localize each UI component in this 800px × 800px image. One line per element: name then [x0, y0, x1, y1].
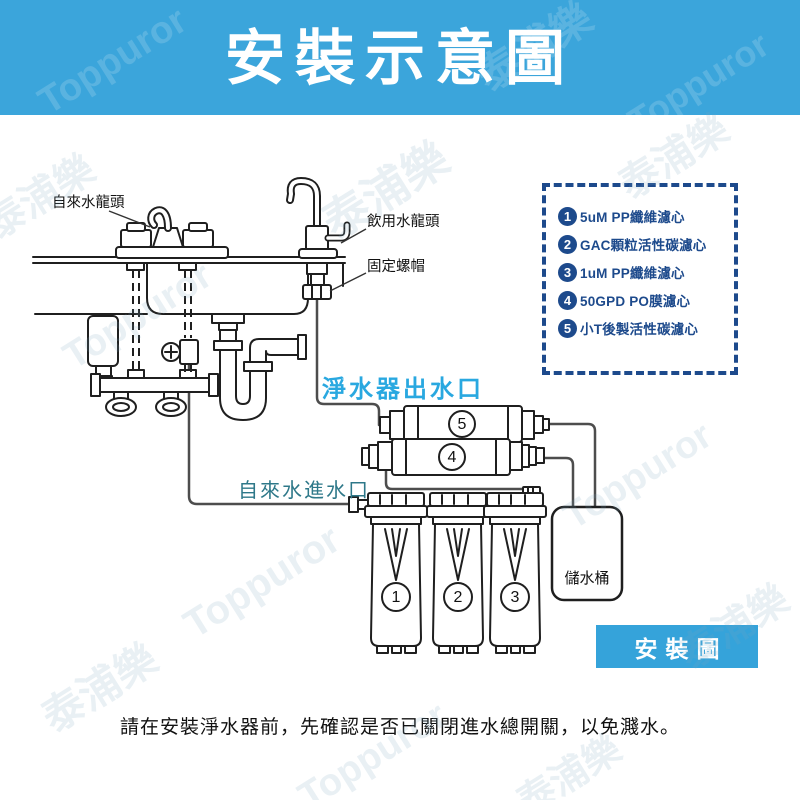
legend-item-label: 小T後製活性碳濾心: [580, 322, 699, 337]
drain-trap-drawing: [213, 329, 307, 421]
legend-item: 4 50GPD PO膜濾心: [558, 290, 728, 310]
storage-tank-drawing: 儲水桶: [550, 505, 624, 602]
unit-number-1: 1: [392, 589, 401, 606]
drinking-faucet-label: 飲用水龍頭: [367, 213, 440, 230]
legend-item-label: 5uM PP纖維濾心: [580, 210, 685, 225]
purifier-outlet-label: 淨水器出水口: [322, 376, 484, 403]
legend-item-number: 4: [558, 290, 577, 310]
supply-risers: [126, 262, 197, 372]
unit-number-4: 4: [448, 449, 457, 466]
legend-item-number: 5: [558, 318, 577, 338]
filter-unit-1: 1: [364, 492, 428, 654]
header-banner: 安裝示意圖: [0, 0, 800, 115]
storage-tank-label: 儲水桶: [564, 570, 609, 587]
unit-number-3: 3: [511, 589, 520, 606]
legend-item-number: 3: [558, 262, 577, 282]
legend-item: 1 5uM PP纖維濾心: [558, 206, 728, 226]
filter-unit-2: 2: [426, 492, 490, 654]
fixing-nut-label: 固定螺帽: [367, 258, 425, 275]
legend-item-number: 2: [558, 234, 577, 254]
counter-top: [32, 256, 346, 287]
installation-badge: 安裝圖: [596, 625, 758, 668]
callout-labels: 自來水龍頭 飲用水龍頭 固定螺帽 淨水器出水口 自來水進水口: [52, 194, 484, 502]
drinking-faucet-drawing: [286, 176, 351, 300]
legend-item: 2 GAC顆粒活性碳濾心: [558, 234, 728, 254]
filter-unit-5: 5: [379, 405, 550, 443]
page-title: 安裝示意圖: [225, 25, 575, 92]
legend-item: 3 1uM PP纖維濾心: [558, 262, 728, 282]
legend-item: 5 小T後製活性碳濾心: [558, 318, 728, 338]
tap-inlet-label: 自來水進水口: [238, 479, 370, 502]
feed-valve-drawing: [161, 339, 199, 365]
unit-number-2: 2: [454, 589, 463, 606]
tap-faucet-drawing: [115, 206, 229, 259]
legend-item-label: 50GPD PO膜濾心: [580, 294, 691, 309]
tubing-lines: [187, 299, 597, 509]
tap-faucet-label: 自來水龍頭: [52, 194, 125, 211]
legend-item-number: 1: [558, 206, 577, 226]
filter-unit-4: 4: [361, 438, 545, 476]
filter-unit-3: 3: [483, 492, 547, 654]
legend-box: 1 5uM PP纖維濾心 2 GAC顆粒活性碳濾心 3 1uM PP纖維濾心 4…: [542, 183, 738, 375]
installation-badge-label: 安裝圖: [634, 635, 728, 662]
supply-cross-pipe: [90, 369, 219, 417]
footer-note: 請在安裝淨水器前，先確認是否已關閉進水總開關，以免濺水。: [119, 717, 680, 738]
sink-basin-drawing: [34, 262, 309, 331]
legend-item-label: GAC顆粒活性碳濾心: [580, 238, 707, 253]
unit-number-5: 5: [458, 416, 467, 433]
legend-item-label: 1uM PP纖維濾心: [580, 266, 685, 281]
